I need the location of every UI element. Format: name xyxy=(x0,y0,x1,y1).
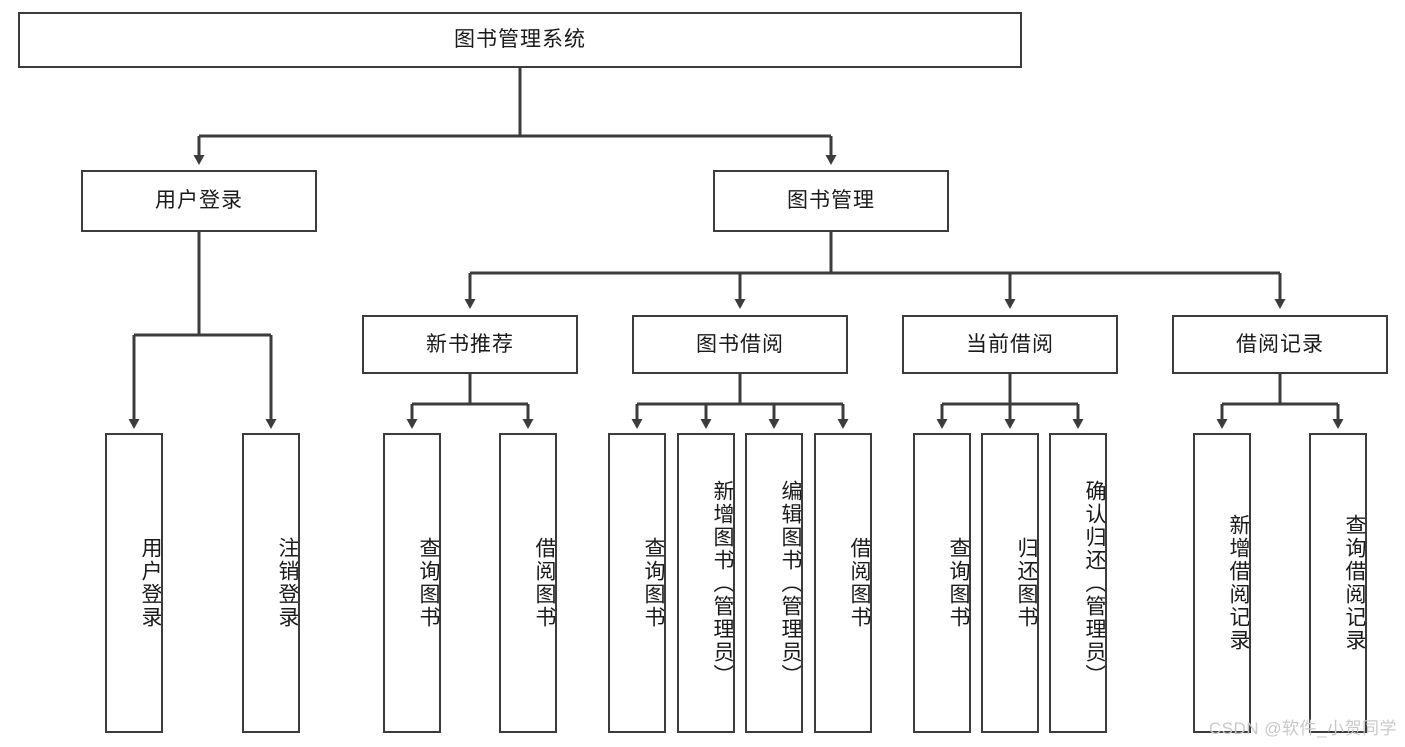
node-label: 当前借阅 xyxy=(966,332,1054,356)
leaf-user-login-logout[interactable]: 注销登录 xyxy=(242,433,300,733)
node-label: 图书管理 xyxy=(787,189,875,213)
node-label: 新增图书（管理员） xyxy=(711,479,734,687)
node-label: 新增借阅记录 xyxy=(1227,514,1250,652)
leaf-book-borrow-borrow-book[interactable]: 借阅图书 xyxy=(814,433,872,733)
leaf-book-borrow-add-book-admin[interactable]: 新增图书（管理员） xyxy=(677,433,735,733)
node-label: 注销登录 xyxy=(276,537,299,629)
leaf-new-book-borrow-book[interactable]: 借阅图书 xyxy=(499,433,557,733)
node-label: 图书借阅 xyxy=(696,332,784,356)
node-label: 借阅记录 xyxy=(1236,332,1324,356)
node-label: 查询图书 xyxy=(417,537,440,629)
node-label: 用户登录 xyxy=(139,537,162,629)
node-label: 借阅图书 xyxy=(848,537,871,629)
node-label: 查询借阅记录 xyxy=(1343,514,1366,652)
node-root-book-management-system[interactable]: 图书管理系统 xyxy=(18,12,1022,68)
node-label: 查询图书 xyxy=(947,537,970,629)
node-label: 编辑图书（管理员） xyxy=(779,479,802,687)
leaf-borrow-record-add-record[interactable]: 新增借阅记录 xyxy=(1193,433,1251,733)
leaf-new-book-query-book[interactable]: 查询图书 xyxy=(383,433,441,733)
node-label: 确认归还（管理员） xyxy=(1083,479,1106,687)
leaf-current-borrow-query-book[interactable]: 查询图书 xyxy=(913,433,971,733)
node-borrow-record[interactable]: 借阅记录 xyxy=(1172,315,1388,374)
leaf-user-login-login[interactable]: 用户登录 xyxy=(105,433,163,733)
leaf-borrow-record-query-record[interactable]: 查询借阅记录 xyxy=(1309,433,1367,733)
node-label: 用户登录 xyxy=(155,189,243,213)
node-label: 图书管理系统 xyxy=(454,28,586,52)
node-new-book-recommend[interactable]: 新书推荐 xyxy=(362,315,578,374)
node-book-management[interactable]: 图书管理 xyxy=(713,170,949,232)
node-label: 新书推荐 xyxy=(426,332,514,356)
watermark-csdn: CSDN @软件_小贺同学 xyxy=(1208,719,1397,738)
leaf-book-borrow-query-book[interactable]: 查询图书 xyxy=(608,433,666,733)
leaf-current-borrow-return-book[interactable]: 归还图书 xyxy=(981,433,1039,733)
node-book-borrow[interactable]: 图书借阅 xyxy=(632,315,848,374)
node-user-login[interactable]: 用户登录 xyxy=(81,170,317,232)
node-label: 归还图书 xyxy=(1015,537,1038,629)
node-label: 查询图书 xyxy=(642,537,665,629)
node-label: 借阅图书 xyxy=(533,537,556,629)
leaf-book-borrow-edit-book-admin[interactable]: 编辑图书（管理员） xyxy=(745,433,803,733)
node-current-borrow[interactable]: 当前借阅 xyxy=(902,315,1118,374)
leaf-current-borrow-confirm-return-admin[interactable]: 确认归还（管理员） xyxy=(1049,433,1107,733)
